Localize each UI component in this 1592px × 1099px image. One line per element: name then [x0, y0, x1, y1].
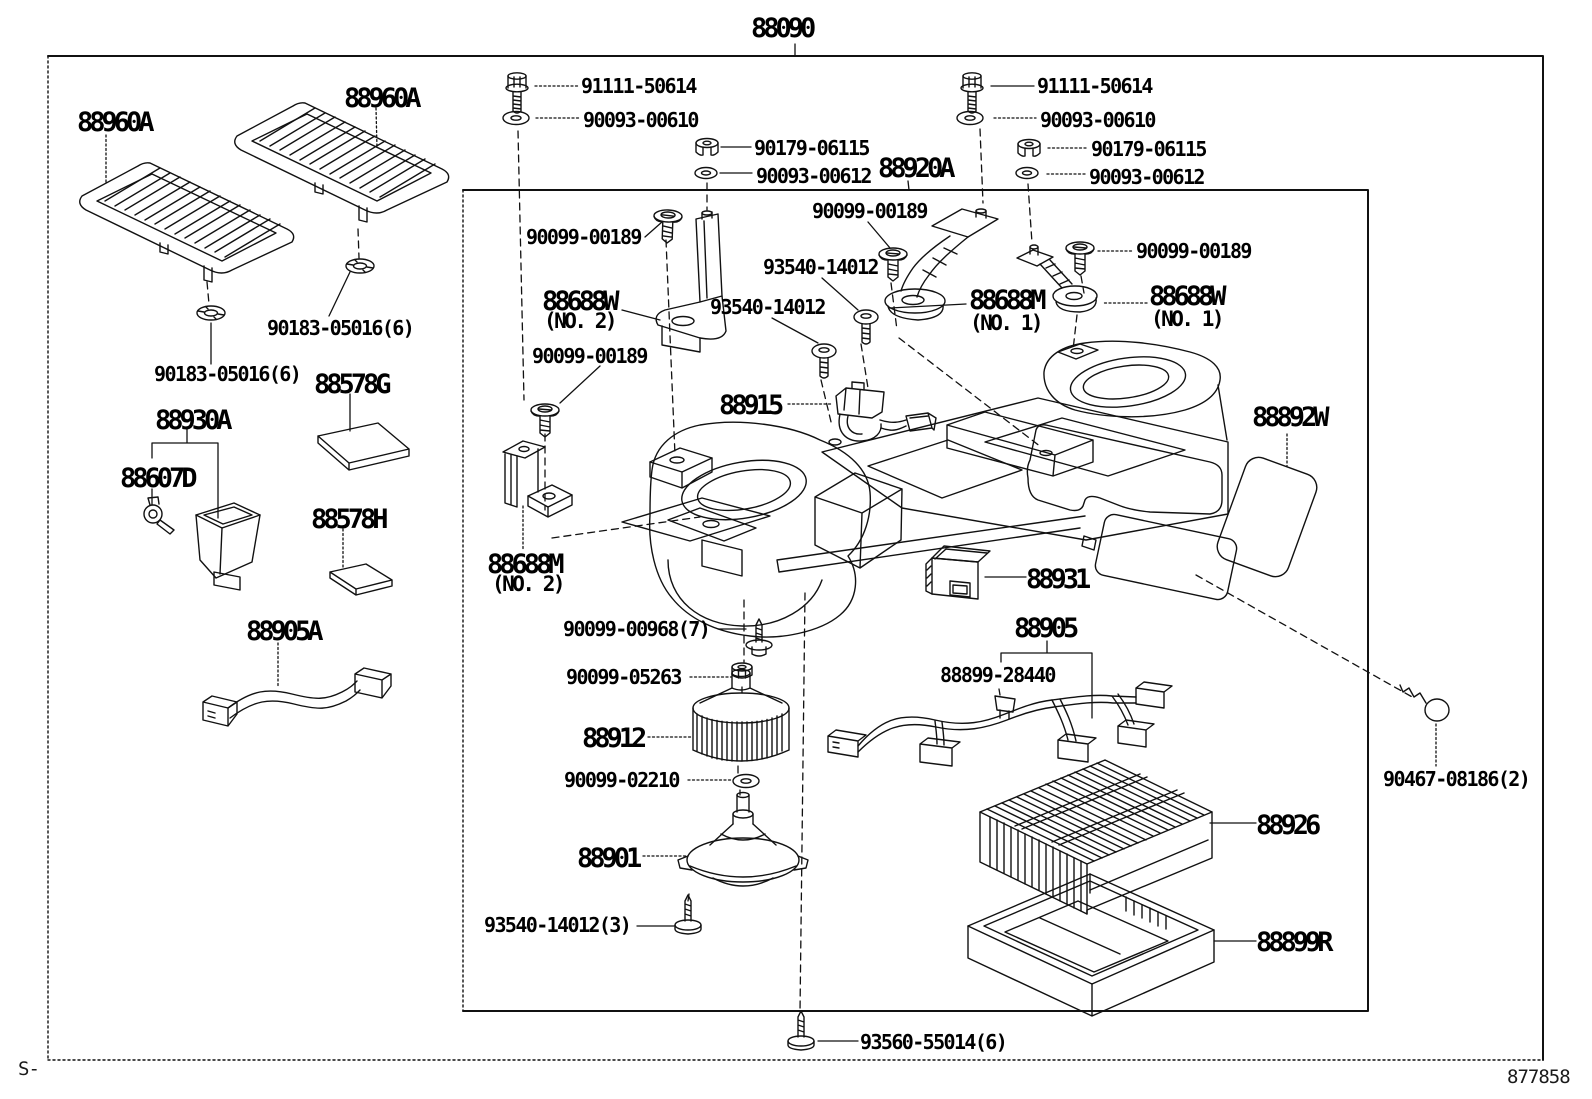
part-label-88688m-no1: 88688M	[969, 285, 1047, 316]
part-label-88899-28440: 88899-28440	[940, 663, 1056, 687]
part-label-88688m-no2-note: (NO. 2)	[492, 572, 566, 596]
part-label-90467: 90467-08186(2)	[1383, 767, 1531, 791]
part-label-88688m-no2: 88688M	[487, 549, 565, 580]
part-label-05263: 90099-05263	[566, 665, 682, 689]
sheet-code-left: S-	[18, 1058, 40, 1080]
part-label-93540-1: 93540-14012	[763, 255, 879, 279]
bracket-88688m-no1	[884, 208, 999, 321]
part-label-88926: 88926	[1256, 810, 1321, 841]
part-label-88930a: 88930A	[155, 405, 233, 436]
part-label-88899r: 88899R	[1256, 927, 1334, 958]
part-label-00968: 90099-00968(7)	[563, 617, 711, 641]
bracket-88688w-no1	[1016, 244, 1098, 313]
part-label-91111-l: 91111-50614	[581, 74, 697, 98]
sheet-number: 877858	[1507, 1066, 1571, 1088]
bracket-88688w-no2	[655, 210, 727, 353]
harness-88905	[827, 681, 1173, 767]
part-label-88915: 88915	[719, 390, 784, 421]
heater-assembly	[621, 340, 1229, 638]
part-label-90179-l: 90179-06115	[754, 136, 870, 160]
part-label-00189-2: 90099-00189	[812, 199, 928, 223]
cover-88892w	[1081, 456, 1318, 601]
part-label-88960a-2: 88960A	[344, 83, 422, 114]
part-label-88688w-no1: 88688W	[1149, 281, 1227, 312]
connector-88915	[835, 381, 937, 442]
part-label-93540-2: 93540-14012	[710, 295, 826, 319]
pad-88578h	[329, 563, 393, 596]
case-88899r	[967, 873, 1215, 1017]
part-label-00612-l: 90093-00612	[756, 164, 872, 188]
blower-motor-parts	[674, 618, 809, 935]
part-label-88578h: 88578H	[311, 504, 389, 535]
part-label-88688w-no2: 88688W	[542, 286, 620, 317]
resistor-88931	[925, 545, 991, 600]
part-label-88920a: 88920A	[878, 153, 956, 184]
part-label-88607d: 88607D	[120, 463, 198, 494]
part-label-91111-r: 91111-50614	[1037, 74, 1153, 98]
part-label-88090: 88090	[751, 13, 816, 44]
part-label-88578g: 88578G	[314, 369, 392, 400]
part-label-90183-2: 90183-05016(6)	[267, 316, 415, 340]
part-label-00189-1: 90099-00189	[526, 225, 642, 249]
fuse-88899-28440	[994, 695, 1016, 720]
part-label-88901: 88901	[577, 843, 642, 874]
part-label-88892w: 88892W	[1252, 402, 1330, 433]
part-label-90179-r: 90179-06115	[1091, 137, 1207, 161]
clip-88607d	[143, 496, 175, 535]
part-label-00610-l: 90093-00610	[583, 108, 699, 132]
screw-90467	[1399, 684, 1450, 722]
part-label-88688w-no1-note: (NO. 1)	[1151, 307, 1225, 331]
part-label-00610-r: 90093-00610	[1040, 108, 1156, 132]
part-label-90183-1: 90183-05016(6)	[154, 362, 302, 386]
nut-05263	[731, 662, 753, 679]
part-label-88905a: 88905A	[246, 616, 324, 647]
part-label-88905: 88905	[1014, 613, 1079, 644]
motor-88901	[677, 791, 809, 887]
part-label-88688w-no2-note: (NO. 2)	[544, 309, 618, 333]
part-label-88688m-no1-note: (NO. 1)	[970, 311, 1044, 335]
screw-00968	[745, 618, 773, 657]
part-label-00612-r: 90093-00612	[1089, 165, 1205, 189]
leader-lines	[105, 43, 1437, 1042]
part-label-88912: 88912	[582, 723, 647, 754]
part-label-88960a-1: 88960A	[77, 107, 155, 138]
box-88930a	[195, 502, 261, 591]
part-label-93560: 93560-55014(6)	[860, 1030, 1008, 1054]
evaporator-88926	[979, 759, 1213, 915]
bracket-88688m-no2	[502, 440, 573, 518]
part-label-00189-4: 90099-00189	[532, 344, 648, 368]
part-label-02210: 90099-02210	[564, 768, 680, 792]
inner-frame	[462, 189, 1369, 1012]
part-label-93540-3: 93540-14012(3)	[484, 913, 632, 937]
projection-lines	[206, 128, 1415, 1013]
pad-88578g	[317, 422, 410, 471]
part-label-00189-3: 90099-00189	[1136, 239, 1252, 263]
fan-88912	[692, 668, 790, 762]
part-label-88931: 88931	[1026, 564, 1091, 595]
harness-88905a	[202, 667, 392, 727]
